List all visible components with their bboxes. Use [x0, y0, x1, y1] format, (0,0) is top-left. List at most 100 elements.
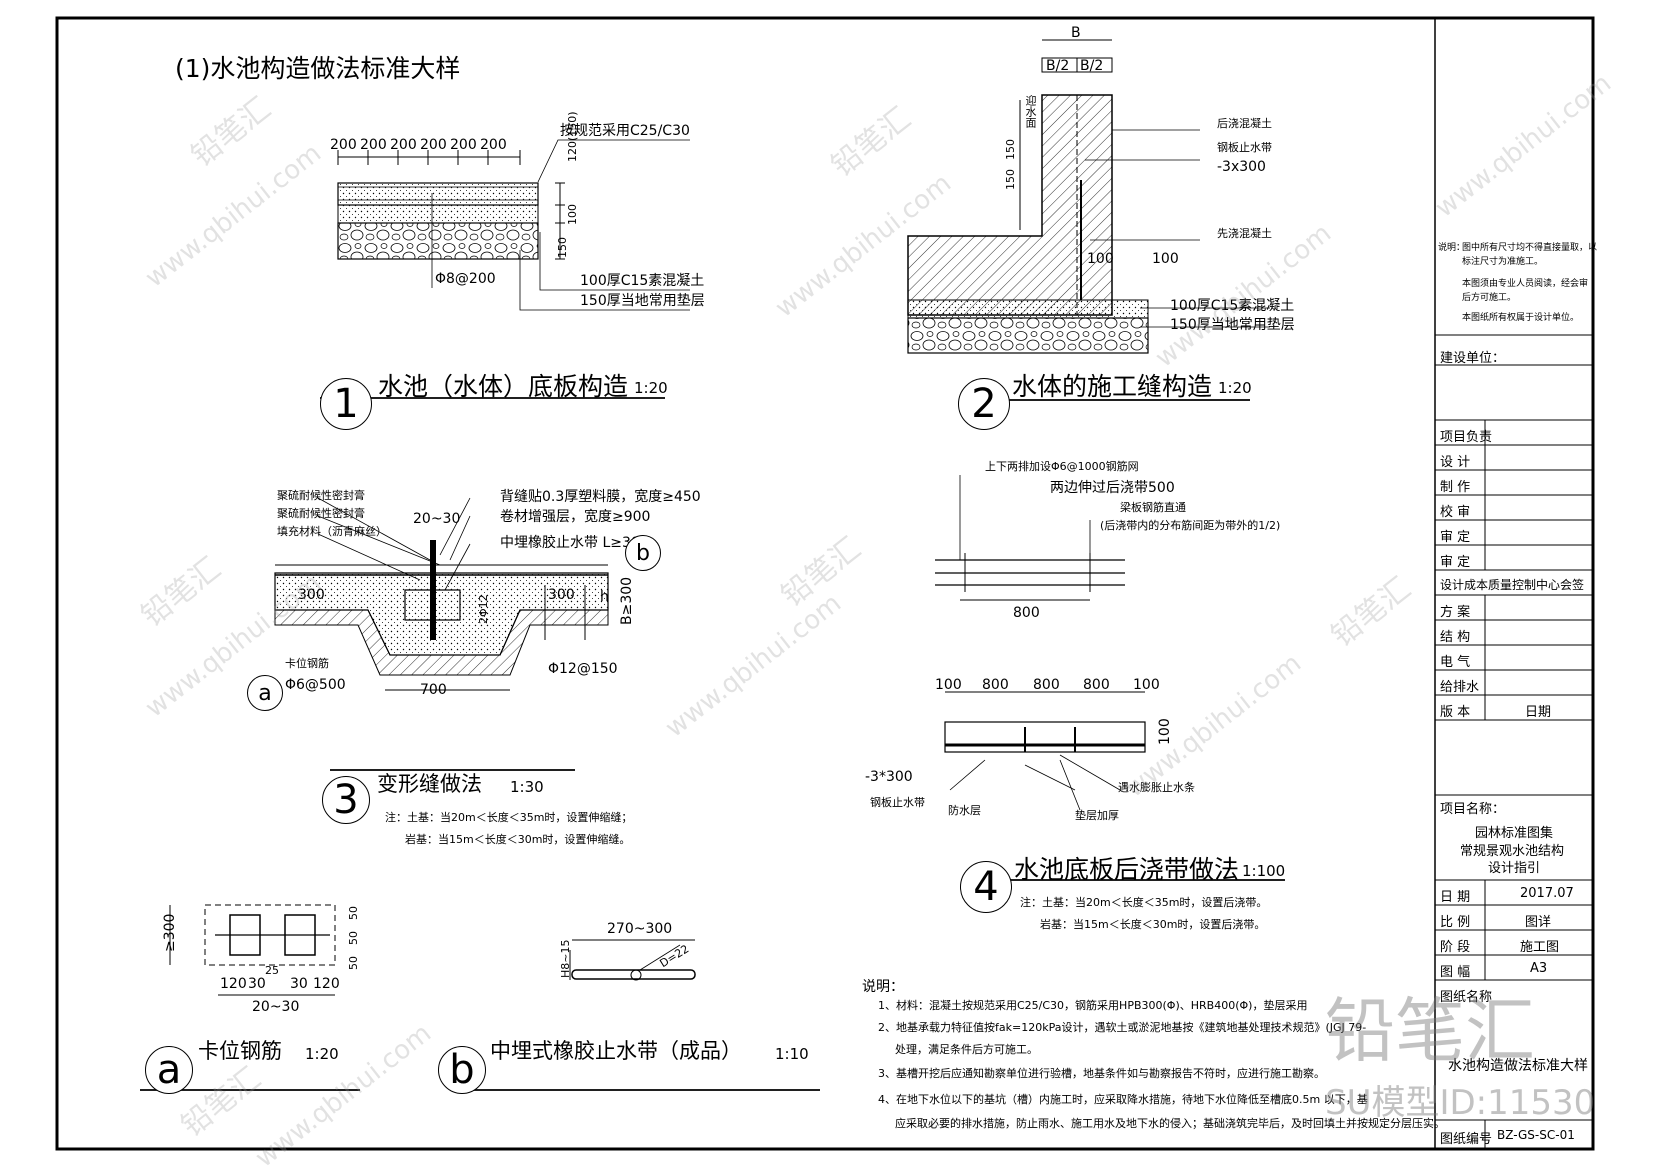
- note-sealant: 聚硫耐候性密封膏: [277, 507, 365, 520]
- dim-200: 200: [480, 137, 507, 153]
- dim-50: 50: [347, 931, 360, 945]
- note-swelling-strip: 遇水膨胀止水条: [1118, 781, 1195, 794]
- remark: 岩基：当15m＜长度＜30m时，设置后浇带。: [1040, 918, 1266, 931]
- detail-scale: 1:20: [1218, 379, 1252, 397]
- tb-project-label: 项目名称：: [1440, 802, 1506, 817]
- tb-row-label: 项目负责: [1440, 430, 1493, 445]
- tb-project-name: 园林标准图集: [1475, 826, 1554, 841]
- detail-number-circle: 4: [960, 861, 1012, 913]
- tb-row-label: 审 定: [1440, 555, 1471, 570]
- tb-row-label: 版 本: [1440, 705, 1471, 720]
- detail-number-circle: a: [145, 1046, 193, 1094]
- tb-note: 本图须由专业人员阅读，经会审: [1462, 279, 1589, 289]
- tb-row-label: 给排水: [1440, 680, 1480, 695]
- note-plate-size: -3x300: [1217, 159, 1266, 175]
- detail-number: a: [156, 1047, 182, 1093]
- dim-200: 200: [360, 137, 387, 153]
- dim-width: 270~300: [607, 921, 673, 937]
- dim-2phi12: 2Φ12: [477, 594, 490, 624]
- dim-800: 800: [1013, 605, 1040, 621]
- detail-number-circle: 2: [958, 378, 1010, 430]
- dim-200: 200: [420, 137, 447, 153]
- tb-info-label: 日 期: [1440, 890, 1471, 905]
- tb-row-label: 设 计: [1440, 455, 1471, 470]
- note-concrete-grade: 按规范采用C25/C30: [560, 123, 690, 139]
- dim-200: 200: [450, 137, 477, 153]
- detail-title: 水池底板后浇带做法: [1014, 855, 1240, 884]
- dim-120: 120: [220, 976, 247, 992]
- dim-800: 800: [982, 677, 1009, 693]
- tb-info-value: A3: [1530, 961, 1548, 976]
- dim-700: 700: [420, 682, 447, 698]
- note-item: 1、材料：混凝土按规范采用C25/C30，钢筋采用HPB300(Φ)、HRB40…: [878, 999, 1308, 1012]
- note-water-face: 迎水面: [1024, 95, 1037, 128]
- note-item: 处理，满足条件后方可施工。: [895, 1043, 1038, 1056]
- note-cushion: 150厚当地常用垫层: [580, 293, 705, 309]
- dim-100: 100: [1152, 251, 1179, 267]
- dim-gap: 20~30: [252, 999, 300, 1015]
- detail-number-circle: 1: [320, 378, 372, 430]
- detail-2-drawing: [907, 39, 1270, 401]
- note-plate-size: -3*300: [865, 769, 913, 785]
- ref-number: a: [258, 680, 272, 706]
- tb-row-value: 日期: [1525, 705, 1552, 720]
- notes-heading: 说明：: [862, 979, 904, 995]
- tb-row-label: 校 审: [1440, 505, 1471, 520]
- dim-b: B: [1071, 25, 1081, 41]
- dim-100: 100: [935, 677, 962, 693]
- dim-b-half: B/2: [1080, 58, 1104, 74]
- vert-dim: 100: [566, 204, 579, 225]
- tb-info-value: 2017.07: [1520, 886, 1574, 901]
- note-phi12: Φ12@150: [548, 661, 618, 677]
- ref-circle-b: b: [625, 535, 661, 571]
- tb-row-label: 电 气: [1440, 655, 1471, 670]
- note-steel-waterstop: 钢板止水带: [870, 796, 925, 809]
- tb-note: 标注尺寸为准施工。: [1462, 257, 1544, 267]
- detail-number-circle: b: [438, 1046, 486, 1094]
- detail-title: 变形缝做法: [377, 772, 482, 796]
- detail-4-drawing: [935, 475, 1285, 881]
- tb-info-label: 图 幅: [1440, 965, 1471, 980]
- tb-row-label: 制 作: [1440, 480, 1471, 495]
- detail-scale: 1:10: [775, 1045, 809, 1063]
- dim-200: 200: [390, 137, 417, 153]
- dim-100: 100: [1133, 677, 1160, 693]
- note-item: 4、在地下水位以下的基坑（槽）内施工时，应采取降水措施，待地下水位降低至槽底0.…: [878, 1093, 1368, 1106]
- dim-b-half: B/2: [1046, 58, 1070, 74]
- note-waterproof: 防水层: [948, 804, 981, 817]
- detail-number: 1: [333, 381, 359, 427]
- detail-number: 3: [333, 777, 359, 823]
- detail-scale: 1:100: [1242, 862, 1286, 880]
- remark: 注：土基：当20m＜长度＜35m时，设置伸缩缝；: [385, 811, 633, 824]
- tb-info-label: 阶 段: [1440, 940, 1471, 955]
- tb-row-label: 结 构: [1440, 630, 1471, 645]
- detail-title: 水体的施工缝构造: [1012, 372, 1213, 401]
- note-c15: 100厚C15素混凝土: [1170, 298, 1295, 314]
- detail-scale: 1:20: [305, 1045, 339, 1063]
- note-thicken: 垫层加厚: [1075, 809, 1119, 822]
- note-pre-pour: 先浇混凝土: [1217, 227, 1272, 240]
- tb-drawing-name: 水池构造做法标准大样: [1448, 1058, 1588, 1074]
- note-cushion: 150厚当地常用垫层: [1170, 317, 1295, 333]
- dim-gap: 20~30: [413, 511, 461, 527]
- note-item: 2、地基承载力特征值按fak=120kPa设计，遇软土或淤泥地基按《建筑地基处理…: [878, 1021, 1367, 1034]
- tb-row-label: 审 定: [1440, 530, 1471, 545]
- detail-scale: 1:30: [510, 778, 544, 796]
- sheet-title: (1)水池构造做法标准大样: [175, 54, 461, 83]
- detail-number: 2: [971, 381, 997, 427]
- dim-25: 25: [265, 964, 279, 977]
- note-sealant: 聚硫耐候性密封膏: [277, 489, 365, 502]
- detail-title: 中埋式橡胶止水带（成品）: [490, 1039, 742, 1063]
- dim-300: 300: [298, 587, 325, 603]
- dim-100: 100: [1157, 718, 1173, 745]
- tb-notes-label: 说明：: [1438, 243, 1466, 253]
- detail-b-drawing: [470, 939, 820, 1091]
- dim-thickness: H8~15: [559, 939, 572, 978]
- note-steel-waterstop: 钢板止水带: [1217, 141, 1272, 154]
- tb-note: 图中所有尺寸均不得直接量取，以: [1462, 243, 1598, 253]
- dim-100: 100: [1087, 251, 1114, 267]
- detail-number-circle: 3: [322, 776, 370, 824]
- dim-150: 150: [1004, 139, 1017, 160]
- detail-1-drawing: [320, 139, 690, 399]
